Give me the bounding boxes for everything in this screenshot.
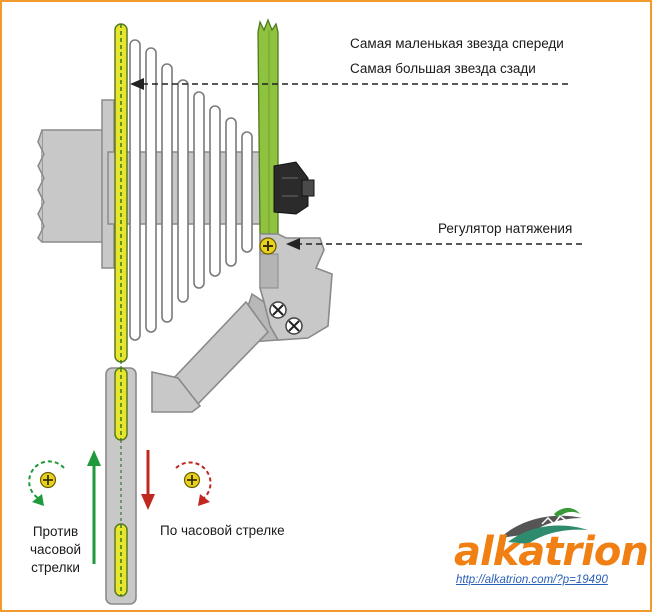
label-counterclockwise: Против часовой стрелки (30, 524, 82, 575)
chain-up-arrow-icon (87, 450, 101, 564)
brand-url-link[interactable]: http://alkatrion.com/?p=19490 (456, 574, 608, 586)
brand-name: alkatrion (454, 529, 649, 575)
limit-screw-high (269, 301, 287, 319)
label-tension-adjuster: Регулятор натяжения (438, 221, 573, 236)
sprocket-stack (129, 39, 253, 341)
hub-nut (273, 161, 315, 215)
pointer-largest-rear (130, 78, 568, 90)
chain-down-arrow-icon (141, 450, 155, 510)
label-clockwise: По часовой стрелке (160, 523, 285, 538)
chain-front (114, 23, 128, 597)
alkatrion-logo-icon (500, 508, 588, 544)
label-largest-rear-sprocket: Самая большая звезда сзади (350, 61, 536, 76)
clockwise-arrow-icon (175, 461, 212, 506)
counterclockwise-arrow-icon (28, 460, 65, 506)
limit-screw-low (285, 317, 303, 335)
label-smallest-front-sprocket: Самая маленькая звезда спереди (350, 36, 564, 51)
pointer-tension-adjuster (286, 238, 582, 250)
tension-adjuster-screw-icon (259, 237, 277, 255)
